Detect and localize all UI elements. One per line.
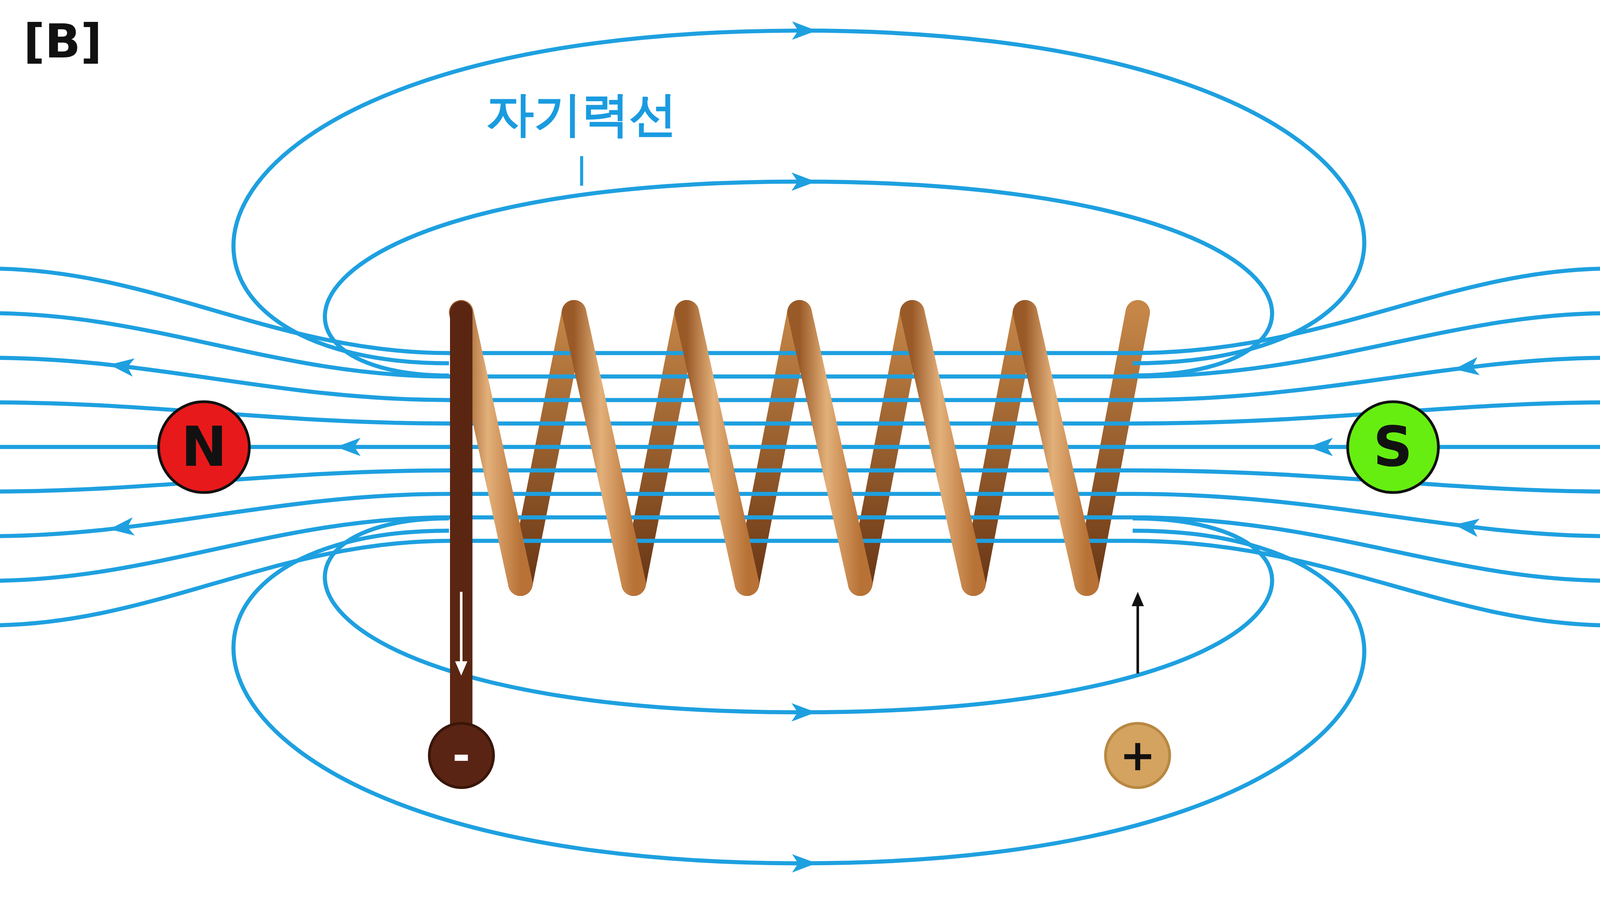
field-arrowhead <box>1308 437 1333 456</box>
circle-shape <box>1347 401 1439 493</box>
current-arrowhead <box>1131 591 1144 607</box>
coil-winding <box>912 312 974 584</box>
field-line-label: 자기력선 <box>486 87 677 141</box>
coil-winding <box>1025 312 1087 584</box>
current-arrow <box>459 591 463 669</box>
pole-letter: + <box>1119 733 1156 777</box>
negative-terminal: - <box>427 721 495 789</box>
current-arrowhead <box>455 660 468 676</box>
field-arrowhead <box>335 437 361 456</box>
circle-shape <box>429 723 494 788</box>
positive-terminal: + <box>1103 721 1172 789</box>
field-arrowhead <box>108 355 135 377</box>
field-arrowhead <box>1453 515 1480 537</box>
coil-winding <box>799 312 861 584</box>
field-arrowhead <box>791 172 817 191</box>
coil-winding <box>686 312 747 584</box>
coil-winding <box>573 312 634 584</box>
south-pole-marker: S <box>1346 400 1440 494</box>
leader-line <box>580 156 584 186</box>
field-line <box>0 493 1600 536</box>
circle-shape <box>158 401 250 493</box>
pole-letter: N <box>181 419 227 475</box>
current-arrow <box>1136 599 1140 674</box>
negative-lead <box>450 312 473 730</box>
north-pole-marker: N <box>157 400 251 494</box>
field-arrowhead <box>1453 357 1480 379</box>
positive-lead <box>1126 312 1149 730</box>
field-arrowhead <box>791 702 817 722</box>
circle-shape <box>1105 723 1170 788</box>
field-line <box>0 517 1600 581</box>
pole-letter: S <box>1373 419 1413 475</box>
panel-title: [B] <box>23 15 102 68</box>
field-arrowhead <box>792 21 817 40</box>
field-line <box>233 530 1365 863</box>
pole-letter: - <box>452 733 471 777</box>
field-arrowhead <box>108 517 135 539</box>
field-arrowhead <box>792 853 817 873</box>
